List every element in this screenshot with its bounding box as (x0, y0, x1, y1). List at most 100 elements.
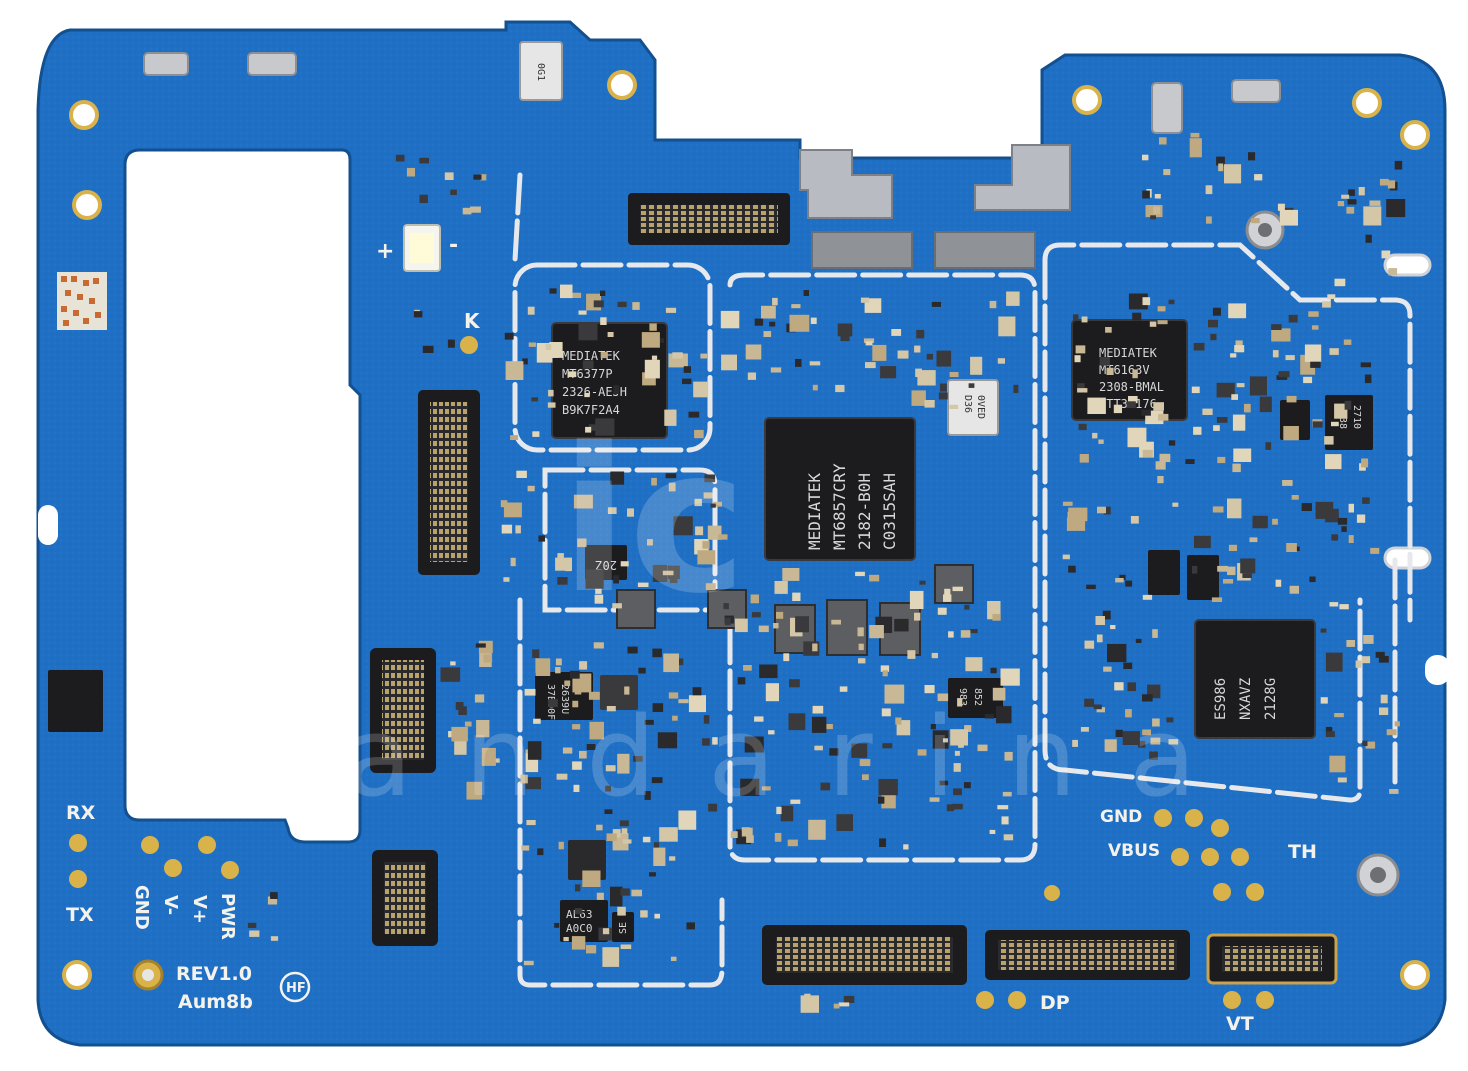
passive-part (586, 945, 597, 954)
passive-part (1337, 201, 1345, 207)
svg-text:C0315SAH: C0315SAH (880, 473, 899, 550)
passive-part (579, 661, 588, 670)
passive-part (1212, 506, 1224, 513)
passive-part (989, 300, 997, 309)
passive-part (1232, 463, 1241, 473)
passive-part (1369, 200, 1381, 206)
passive-part (535, 658, 551, 676)
passive-part (510, 557, 516, 567)
passive-part (1387, 180, 1396, 189)
silk-led-plus: + (376, 239, 394, 264)
passive-part (651, 777, 663, 784)
passive-part (548, 699, 558, 707)
passive-part (1119, 574, 1126, 580)
passive-part (600, 290, 606, 296)
passive-part (610, 886, 623, 907)
top-crystal: 0G1 (519, 41, 563, 101)
shield-bracket-right (934, 144, 1071, 269)
passive-part (782, 568, 800, 581)
passive-part (1096, 707, 1105, 713)
passive-part (1159, 137, 1167, 145)
passive-part (466, 781, 483, 800)
passive-part (640, 910, 648, 918)
passive-part (880, 665, 890, 672)
passive-part (946, 804, 955, 812)
passive-part (1234, 345, 1245, 353)
passive-part (588, 424, 599, 431)
passive-part (1081, 316, 1088, 323)
passive-part (1152, 718, 1160, 727)
passive-part (1254, 174, 1263, 181)
passive-part (1158, 413, 1169, 421)
passive-part (957, 698, 963, 707)
svg-text:20Z: 20Z (595, 558, 617, 572)
passive-part (984, 713, 995, 719)
passive-part (1394, 721, 1400, 727)
passive-part (1216, 417, 1228, 423)
flash-led (403, 224, 441, 272)
passive-part (989, 829, 996, 834)
passive-part (882, 670, 888, 677)
passive-part (774, 581, 788, 594)
passive-part (924, 400, 935, 408)
passive-part (1004, 751, 1013, 761)
passive-part (582, 360, 594, 369)
passive-part (602, 928, 610, 935)
passive-part (703, 715, 710, 724)
passive-part (843, 995, 855, 1003)
shield-fences (512, 172, 1413, 988)
passive-part (1142, 729, 1151, 736)
passive-part (1363, 206, 1382, 226)
passive-part (619, 820, 629, 827)
passive-part (558, 841, 564, 850)
mounting-holes (62, 70, 1430, 990)
passive-part (678, 810, 697, 830)
passive-part (997, 805, 1009, 810)
passive-part (1348, 503, 1354, 513)
passive-part (652, 564, 668, 582)
passive-part (1168, 440, 1176, 446)
passive-part (1249, 537, 1258, 543)
silk-gnd-right: GND (1100, 807, 1142, 827)
passive-part (1122, 731, 1140, 745)
passive-part (462, 207, 472, 215)
passive-part (1003, 834, 1014, 841)
passive-part (522, 358, 528, 365)
silk-v-plus: V+ (189, 895, 210, 924)
passive-part (1236, 383, 1245, 388)
passive-part (820, 782, 831, 791)
passive-part (1228, 303, 1247, 319)
passive-part (557, 577, 568, 585)
passive-part (1301, 503, 1312, 511)
passive-part (1304, 344, 1322, 362)
passive-part (1312, 421, 1323, 428)
passive-part (647, 539, 653, 546)
passive-part (836, 814, 853, 831)
passive-part (1013, 384, 1019, 393)
passive-part (863, 338, 875, 343)
passive-part (1329, 755, 1346, 773)
passive-part (895, 717, 902, 725)
svg-text:0G1: 0G1 (535, 63, 546, 81)
passive-part (695, 526, 704, 536)
passive-part (940, 383, 947, 392)
passive-part (926, 353, 933, 360)
passive-part (1251, 218, 1260, 224)
passive-part (1361, 458, 1369, 468)
passive-part (612, 603, 622, 609)
passive-part (683, 366, 691, 373)
svg-text:MT6857CRY: MT6857CRY (830, 463, 849, 550)
silk-k: K (464, 309, 481, 333)
passive-part (665, 473, 677, 479)
passive-part (419, 194, 428, 203)
passive-part (1078, 423, 1087, 431)
passive-part (969, 629, 978, 634)
passive-part (627, 646, 638, 654)
passive-part (780, 805, 794, 822)
passive-part (810, 317, 817, 324)
passive-part (664, 409, 677, 426)
passive-part (694, 498, 702, 507)
passive-part (595, 418, 615, 436)
passive-part (1303, 376, 1313, 384)
